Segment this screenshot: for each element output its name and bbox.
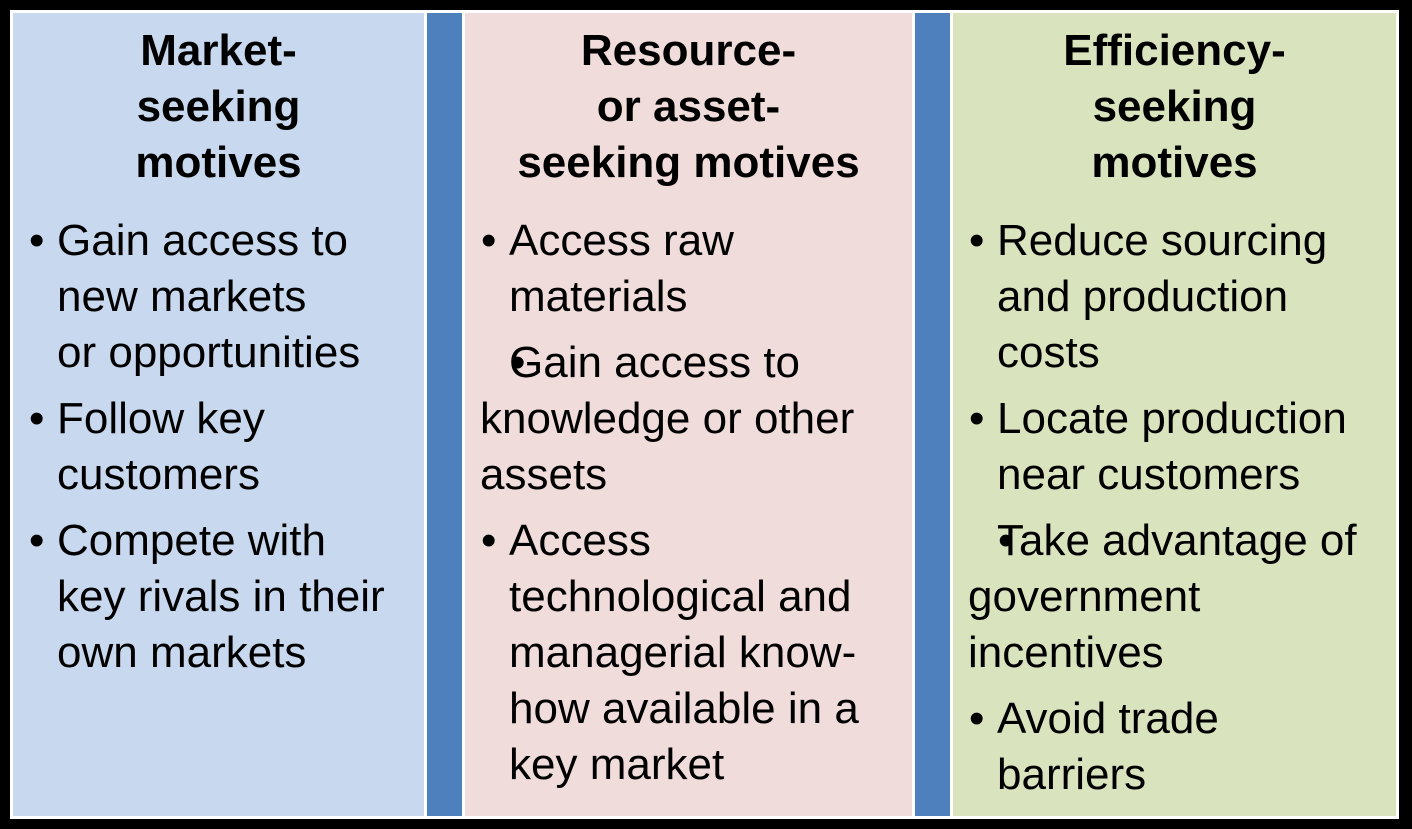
bullet-icon: • — [969, 394, 985, 443]
bullet-text: Locate production near customers — [997, 394, 1347, 499]
bullet-icon: • — [969, 216, 985, 265]
list-item: • Compete with key rivals in their own m… — [13, 513, 424, 681]
bullet-list: • Gain access to new markets or opportun… — [13, 213, 424, 681]
list-item: • Take advantage of government incentive… — [953, 513, 1396, 681]
bullet-text: Reduce sourcing and production costs — [997, 216, 1328, 377]
bullet-text: Take advantage of government incentives — [968, 516, 1357, 677]
bullet-icon: • — [969, 694, 985, 743]
vertical-divider-bar — [427, 13, 462, 816]
bullet-icon: • — [29, 516, 45, 565]
bullet-icon: • — [510, 338, 526, 387]
bullet-icon: • — [29, 216, 45, 265]
bullet-icon: • — [998, 516, 1014, 565]
column-market-seeking: Market- seeking motives • Gain access to… — [13, 13, 424, 816]
column-efficiency-seeking: Efficiency- seeking motives • Reduce sou… — [953, 13, 1396, 816]
list-item: • Locate production near customers — [953, 391, 1396, 503]
vertical-divider-bar — [915, 13, 950, 816]
column-resource-seeking: Resource- or asset- seeking motives • Ac… — [465, 13, 912, 816]
bullet-text: Avoid trade barriers — [997, 694, 1219, 799]
bullet-text: Follow key customers — [57, 394, 265, 499]
bullet-text: Access raw materials — [509, 216, 734, 321]
list-item: • Reduce sourcing and production costs — [953, 213, 1396, 381]
column-title-market-seeking: Market- seeking motives — [135, 26, 302, 187]
list-item: • Access raw materials — [465, 213, 912, 325]
bullet-icon: • — [481, 216, 497, 265]
bullet-list: • Access raw materials • Gain access to … — [465, 213, 912, 793]
bullet-text: Access technological and managerial know… — [509, 516, 859, 789]
list-item: • Follow key customers — [13, 391, 424, 503]
list-item: • Gain access to knowledge or other asse… — [465, 335, 912, 503]
column-title-resource-seeking: Resource- or asset- seeking motives — [517, 26, 860, 187]
column-title-efficiency-seeking: Efficiency- seeking motives — [1063, 26, 1286, 187]
list-item: • Access technological and managerial kn… — [465, 513, 912, 793]
bullet-list: • Reduce sourcing and production costs •… — [953, 213, 1396, 803]
diagram-body: Market- seeking motives • Gain access to… — [10, 10, 1399, 819]
bullet-text: Gain access to new markets or opportunit… — [57, 216, 361, 377]
bullet-icon: • — [29, 394, 45, 443]
bullet-icon: • — [481, 516, 497, 565]
list-item: • Avoid trade barriers — [953, 691, 1396, 803]
bullet-text: Gain access to knowledge or other assets — [480, 338, 855, 499]
list-item: • Gain access to new markets or opportun… — [13, 213, 424, 381]
bullet-text: Compete with key rivals in their own mar… — [57, 516, 385, 677]
